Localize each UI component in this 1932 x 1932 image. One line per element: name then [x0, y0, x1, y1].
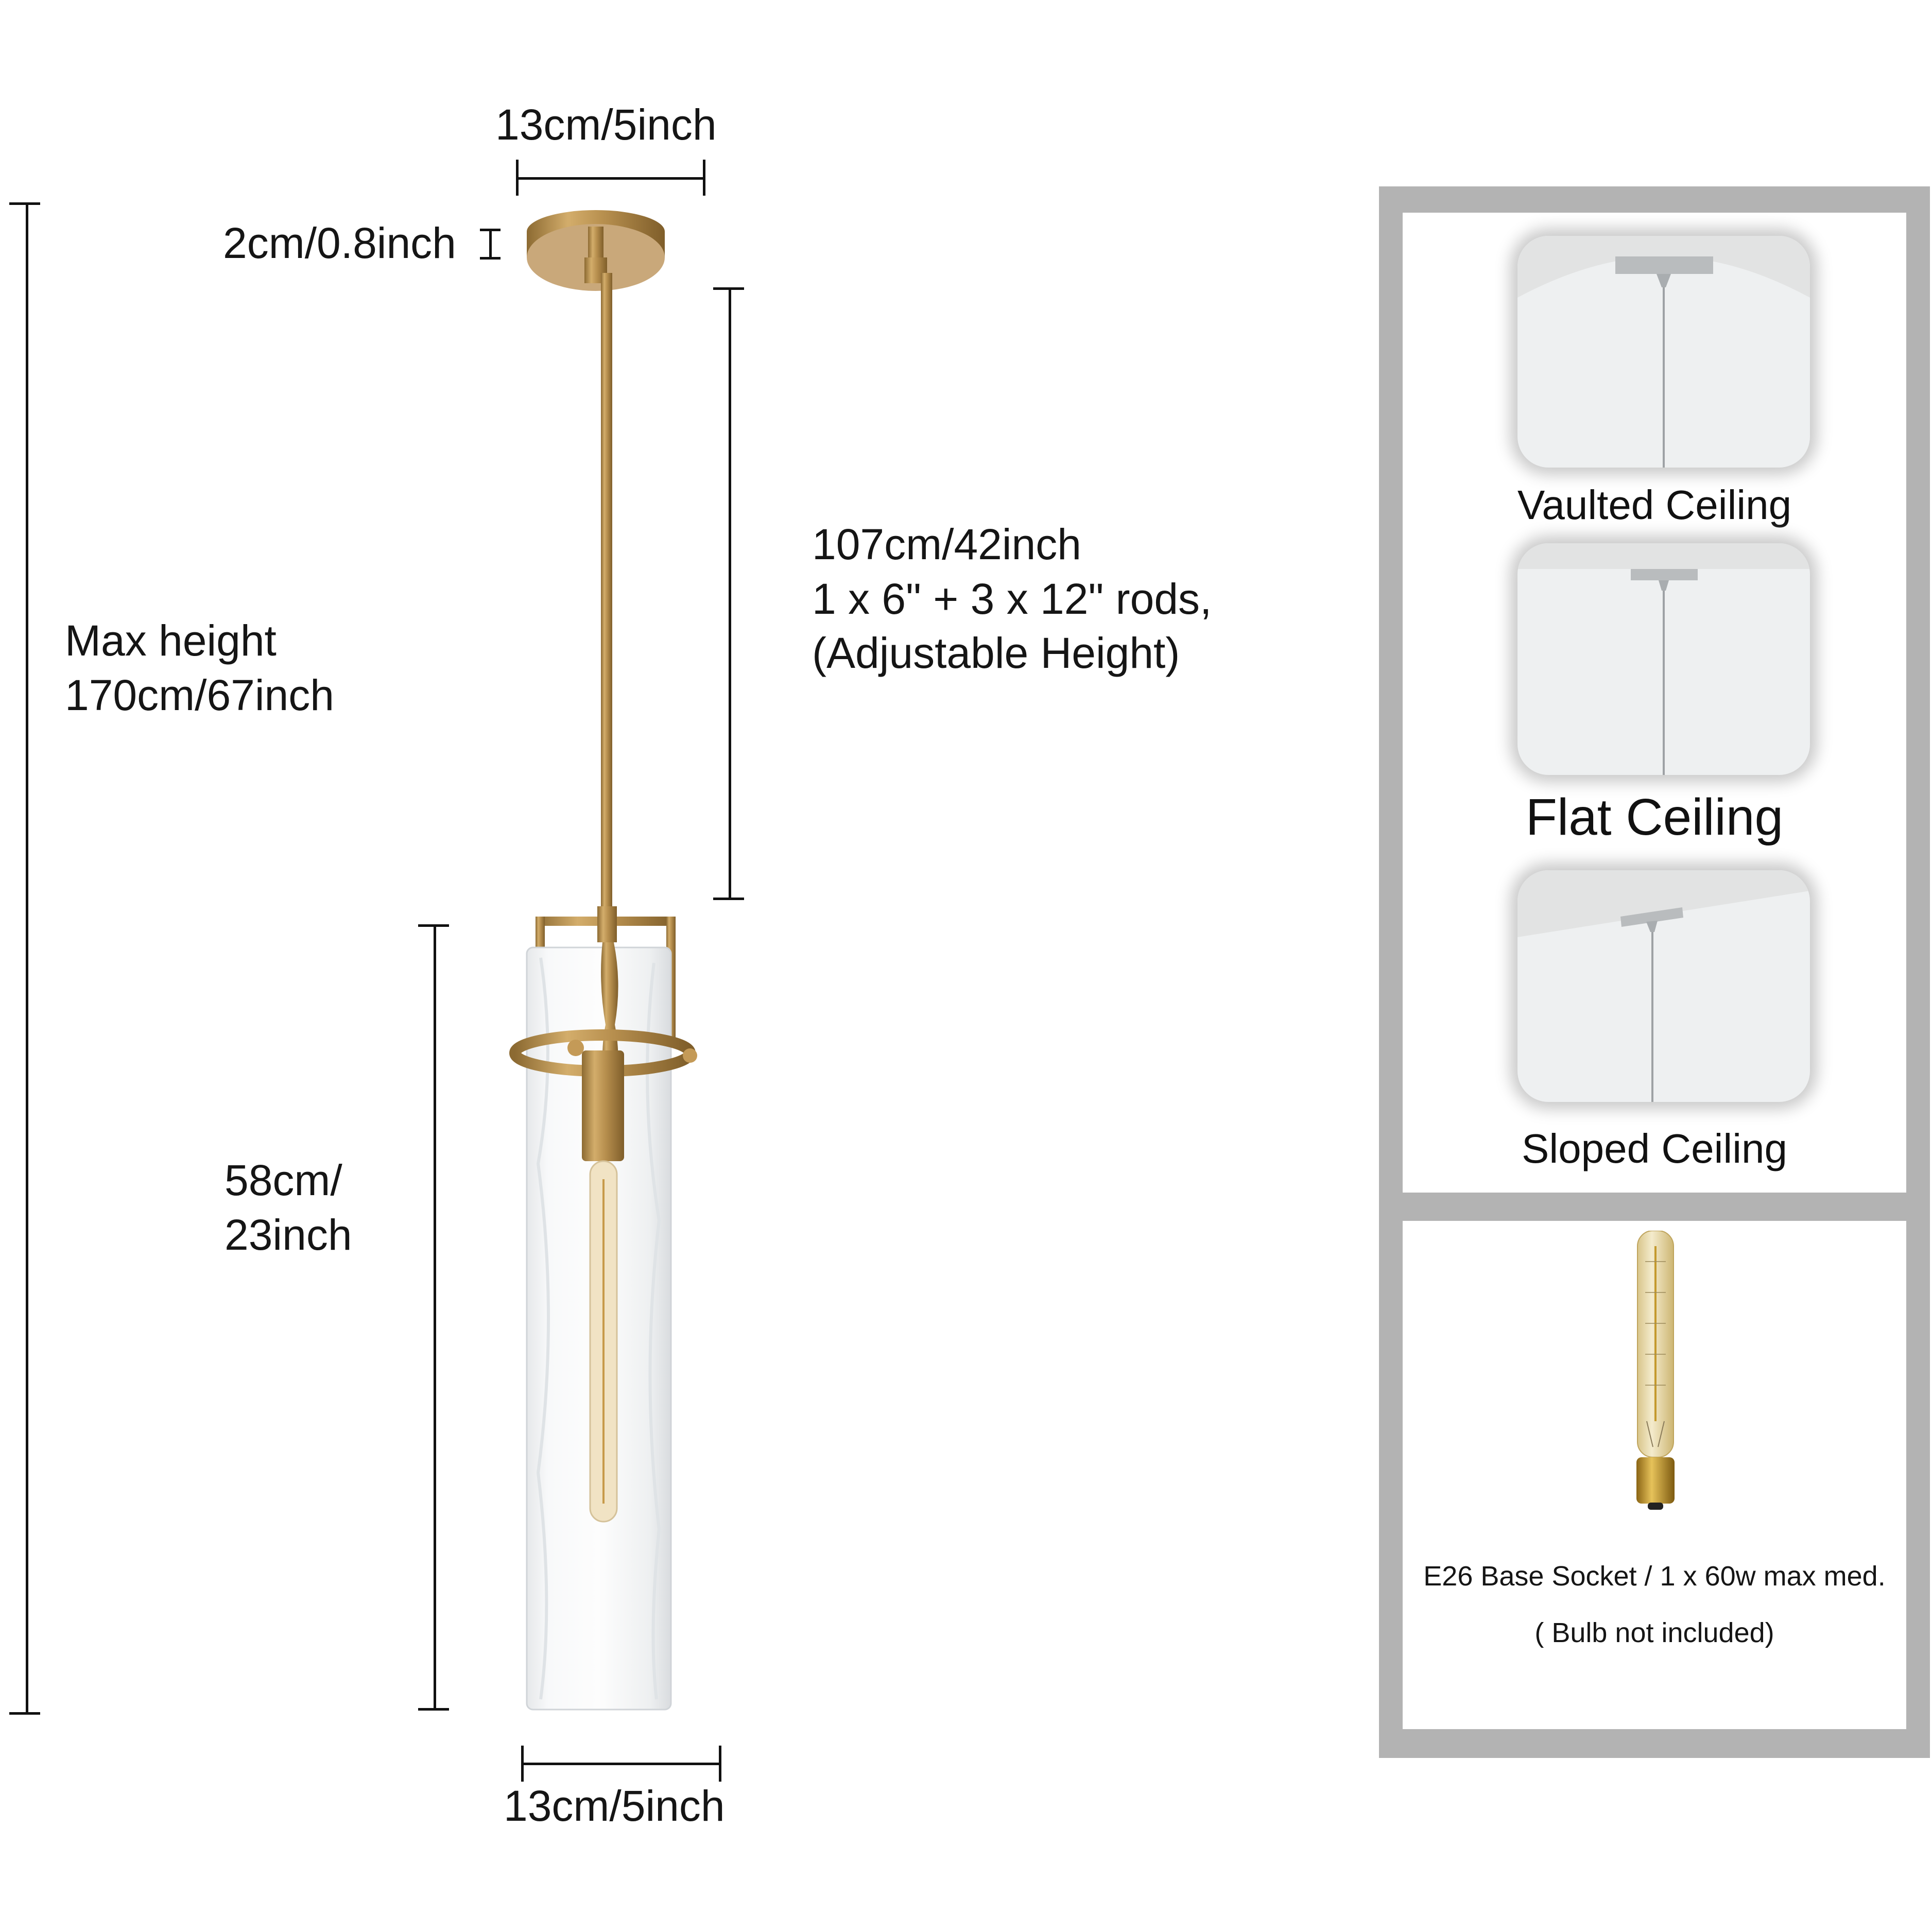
max-height-tick-bottom: [9, 1712, 40, 1715]
sloped-ceiling-label: Sloped Ceiling: [1522, 1126, 1787, 1171]
canopy-height-tick-bottom: [480, 257, 501, 260]
shade-height-label-1: 58cm/: [225, 1156, 342, 1204]
canopy-width-tick-right: [703, 160, 705, 196]
bulb-image: [1636, 1231, 1675, 1510]
sloped-ceiling-card: [1517, 870, 1810, 1102]
rod-length-line: [729, 288, 731, 899]
shade-height-tick-top: [418, 924, 449, 927]
max-height-tick-top: [9, 202, 40, 205]
flat-ceiling-card: [1517, 543, 1810, 775]
bulb-note-text: ( Bulb not included): [1534, 1617, 1774, 1648]
vaulted-ceiling-card: [1517, 236, 1810, 468]
canopy-height-line: [489, 229, 492, 257]
shade-height-label-2: 23inch: [225, 1211, 352, 1259]
shade-width-tick-left: [521, 1746, 524, 1782]
shade-width-line: [522, 1763, 720, 1765]
canopy-width-label: 13cm/5inch: [495, 100, 717, 149]
pendant-lamp-image: [509, 210, 697, 1711]
rod-length-tick-bottom: [713, 898, 744, 900]
canopy-width-tick-left: [516, 160, 519, 196]
flat-ceiling-icon: [1517, 543, 1810, 775]
vaulted-ceiling-icon: [1517, 236, 1810, 468]
shade-height-line: [434, 925, 436, 1710]
shade-height-tick-bottom: [418, 1708, 449, 1711]
vaulted-ceiling-label: Vaulted Ceiling: [1517, 482, 1792, 528]
canopy-height-label: 2cm/0.8inch: [223, 219, 456, 267]
max-height-label-1: Max height: [65, 616, 277, 665]
rod-length-tick-top: [713, 287, 744, 290]
flat-ceiling-label: Flat Ceiling: [1525, 788, 1784, 846]
canopy-width-line: [516, 177, 704, 180]
rod-length-label-1: 107cm/42inch: [812, 520, 1081, 568]
shade-width-tick-right: [719, 1746, 721, 1782]
rod-length-label-2: 1 x 6" + 3 x 12" rods,: [812, 575, 1212, 623]
sloped-ceiling-icon: [1517, 870, 1810, 1102]
max-height-line: [26, 202, 28, 1714]
shade-width-label: 13cm/5inch: [504, 1782, 725, 1830]
bulb-spec-text: E26 Base Socket / 1 x 60w max med.: [1423, 1561, 1886, 1592]
rod-length-label-3: (Adjustable Height): [812, 629, 1180, 677]
max-height-label-2: 170cm/67inch: [65, 671, 334, 719]
